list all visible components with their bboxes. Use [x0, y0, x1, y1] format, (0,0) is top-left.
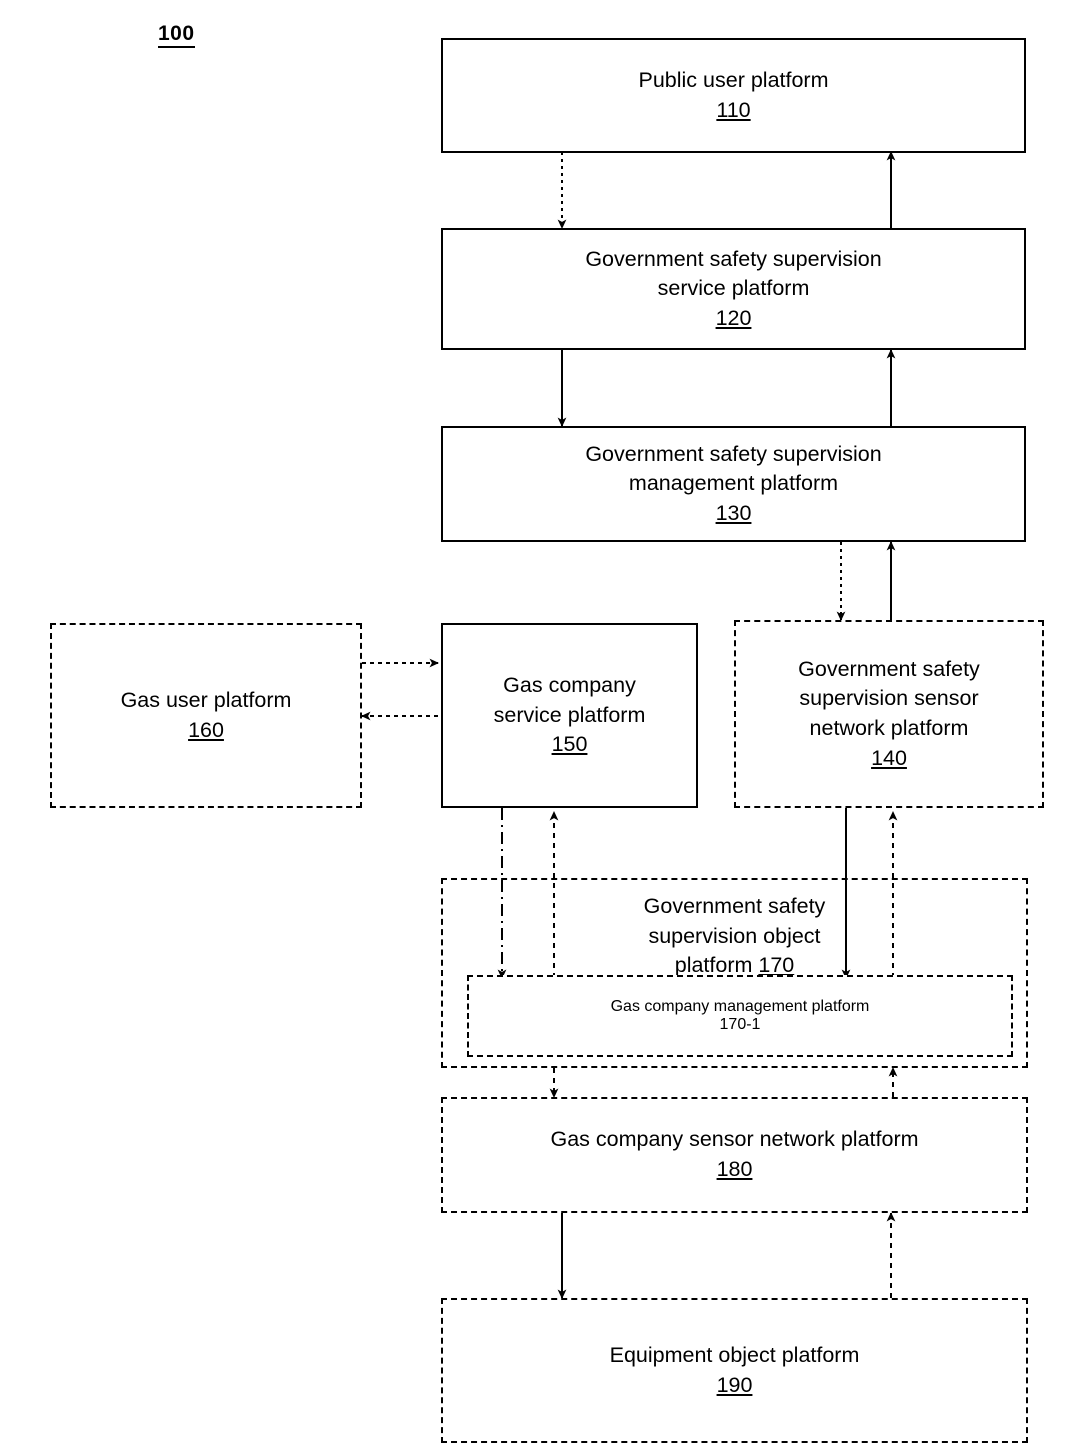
node-government-safety-supervision-management-platform[interactable]: Government safety supervision management… — [441, 426, 1026, 542]
node-reference: 120 — [715, 305, 752, 330]
node-government-safety-supervision-sensor-network-platform[interactable]: Government safety supervision sensor net… — [734, 620, 1044, 808]
node-title: Gas user platform — [120, 687, 292, 712]
node-gas-user-platform[interactable]: Gas user platform 160 — [50, 623, 362, 808]
node-reference: 130 — [715, 500, 752, 525]
node-title: Government safety supervision object pla… — [443, 892, 1026, 981]
node-reference: 160 — [188, 717, 224, 742]
node-public-user-platform[interactable]: Public user platform 110 — [441, 38, 1026, 153]
node-reference: 170-1 — [719, 1016, 761, 1033]
node-reference: 110 — [716, 97, 751, 122]
node-reference: 170 — [758, 953, 795, 978]
node-gas-company-management-platform[interactable]: Gas company management platform 170-1 — [467, 975, 1013, 1057]
node-gas-company-service-platform[interactable]: Gas company service platform 150 — [441, 623, 698, 808]
node-reference: 190 — [716, 1372, 753, 1397]
node-equipment-object-platform[interactable]: Equipment object platform 190 — [441, 1298, 1028, 1443]
node-title: Gas company sensor network platform — [550, 1127, 919, 1152]
node-title: Gas company management platform — [610, 998, 870, 1015]
node-government-safety-supervision-service-platform[interactable]: Government safety supervision service pl… — [441, 228, 1026, 350]
node-reference: 140 — [871, 745, 907, 770]
node-title: Equipment object platform — [609, 1342, 860, 1367]
node-title: Government safety supervision sensor net… — [798, 656, 980, 740]
node-gas-company-sensor-network-platform[interactable]: Gas company sensor network platform 180 — [441, 1097, 1028, 1213]
node-reference: 180 — [716, 1157, 753, 1181]
node-title: Gas company service platform — [493, 673, 646, 727]
node-title: Public user platform — [638, 67, 829, 92]
node-title-text: Government safety supervision object pla… — [643, 894, 826, 978]
figure-number: 100 — [158, 22, 195, 49]
node-title: Government safety supervision service pl… — [585, 246, 882, 301]
node-reference: 150 — [551, 732, 588, 757]
node-title: Government safety supervision management… — [585, 441, 882, 496]
